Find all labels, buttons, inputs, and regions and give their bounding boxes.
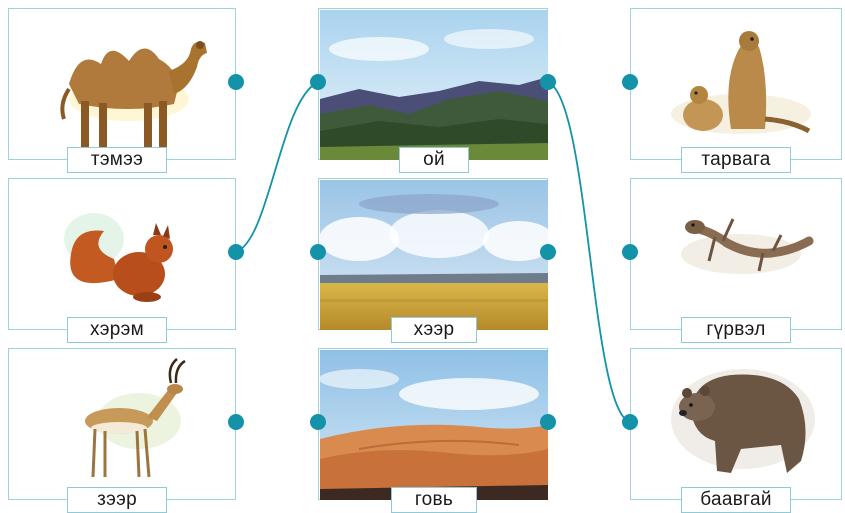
steppe-scene	[319, 180, 549, 330]
connector-forest-bear	[547, 81, 631, 423]
animal-label: гүрвэл	[681, 317, 791, 343]
forest-mountains-scene	[320, 10, 548, 160]
connector-dot-camel[interactable]	[228, 74, 244, 90]
connector-dot-desert-left[interactable]	[310, 414, 326, 430]
connector-dot-gazelle[interactable]	[228, 414, 244, 430]
card-squirrel: хэрэм	[8, 178, 236, 343]
card-gazelle: зээр	[8, 348, 236, 513]
card-steppe: хээр	[318, 178, 549, 343]
animal-label: хэрэм	[67, 317, 167, 343]
connector-dot-forest-left[interactable]	[310, 74, 326, 90]
camel-icon	[60, 41, 207, 149]
habitat-label: хээр	[391, 317, 477, 343]
animal-label: зээр	[67, 487, 167, 513]
desert-dunes-scene	[319, 350, 548, 500]
connector-squirrel-forest	[235, 81, 319, 253]
habitat-label: ой	[399, 147, 469, 173]
connector-dot-steppe-right[interactable]	[540, 244, 556, 260]
animal-label: тэмээ	[67, 147, 167, 173]
card-lizard: гүрвэл	[630, 178, 842, 343]
connector-dot-steppe-left[interactable]	[310, 244, 326, 260]
animal-label: тарвага	[681, 147, 791, 173]
card-bear: баавгай	[630, 348, 842, 513]
connector-dot-bear[interactable]	[622, 414, 638, 430]
habitat-label: говь	[391, 487, 477, 513]
lizard-icon	[681, 218, 814, 274]
squirrel-icon	[64, 213, 173, 302]
connector-dot-forest-right[interactable]	[540, 74, 556, 90]
connector-dot-lizard[interactable]	[622, 244, 638, 260]
connector-dot-desert-right[interactable]	[540, 414, 556, 430]
connector-dot-marmot[interactable]	[622, 74, 638, 90]
card-forest: ой	[318, 8, 548, 173]
bear-icon	[671, 369, 815, 473]
card-camel: тэмээ	[8, 8, 236, 173]
gazelle-icon	[85, 358, 186, 478]
connector-dot-squirrel[interactable]	[228, 244, 244, 260]
card-marmot: тарвага	[630, 8, 842, 173]
animal-label: баавгай	[681, 487, 791, 513]
marmot-icon	[671, 31, 811, 134]
card-desert: говь	[318, 348, 548, 513]
